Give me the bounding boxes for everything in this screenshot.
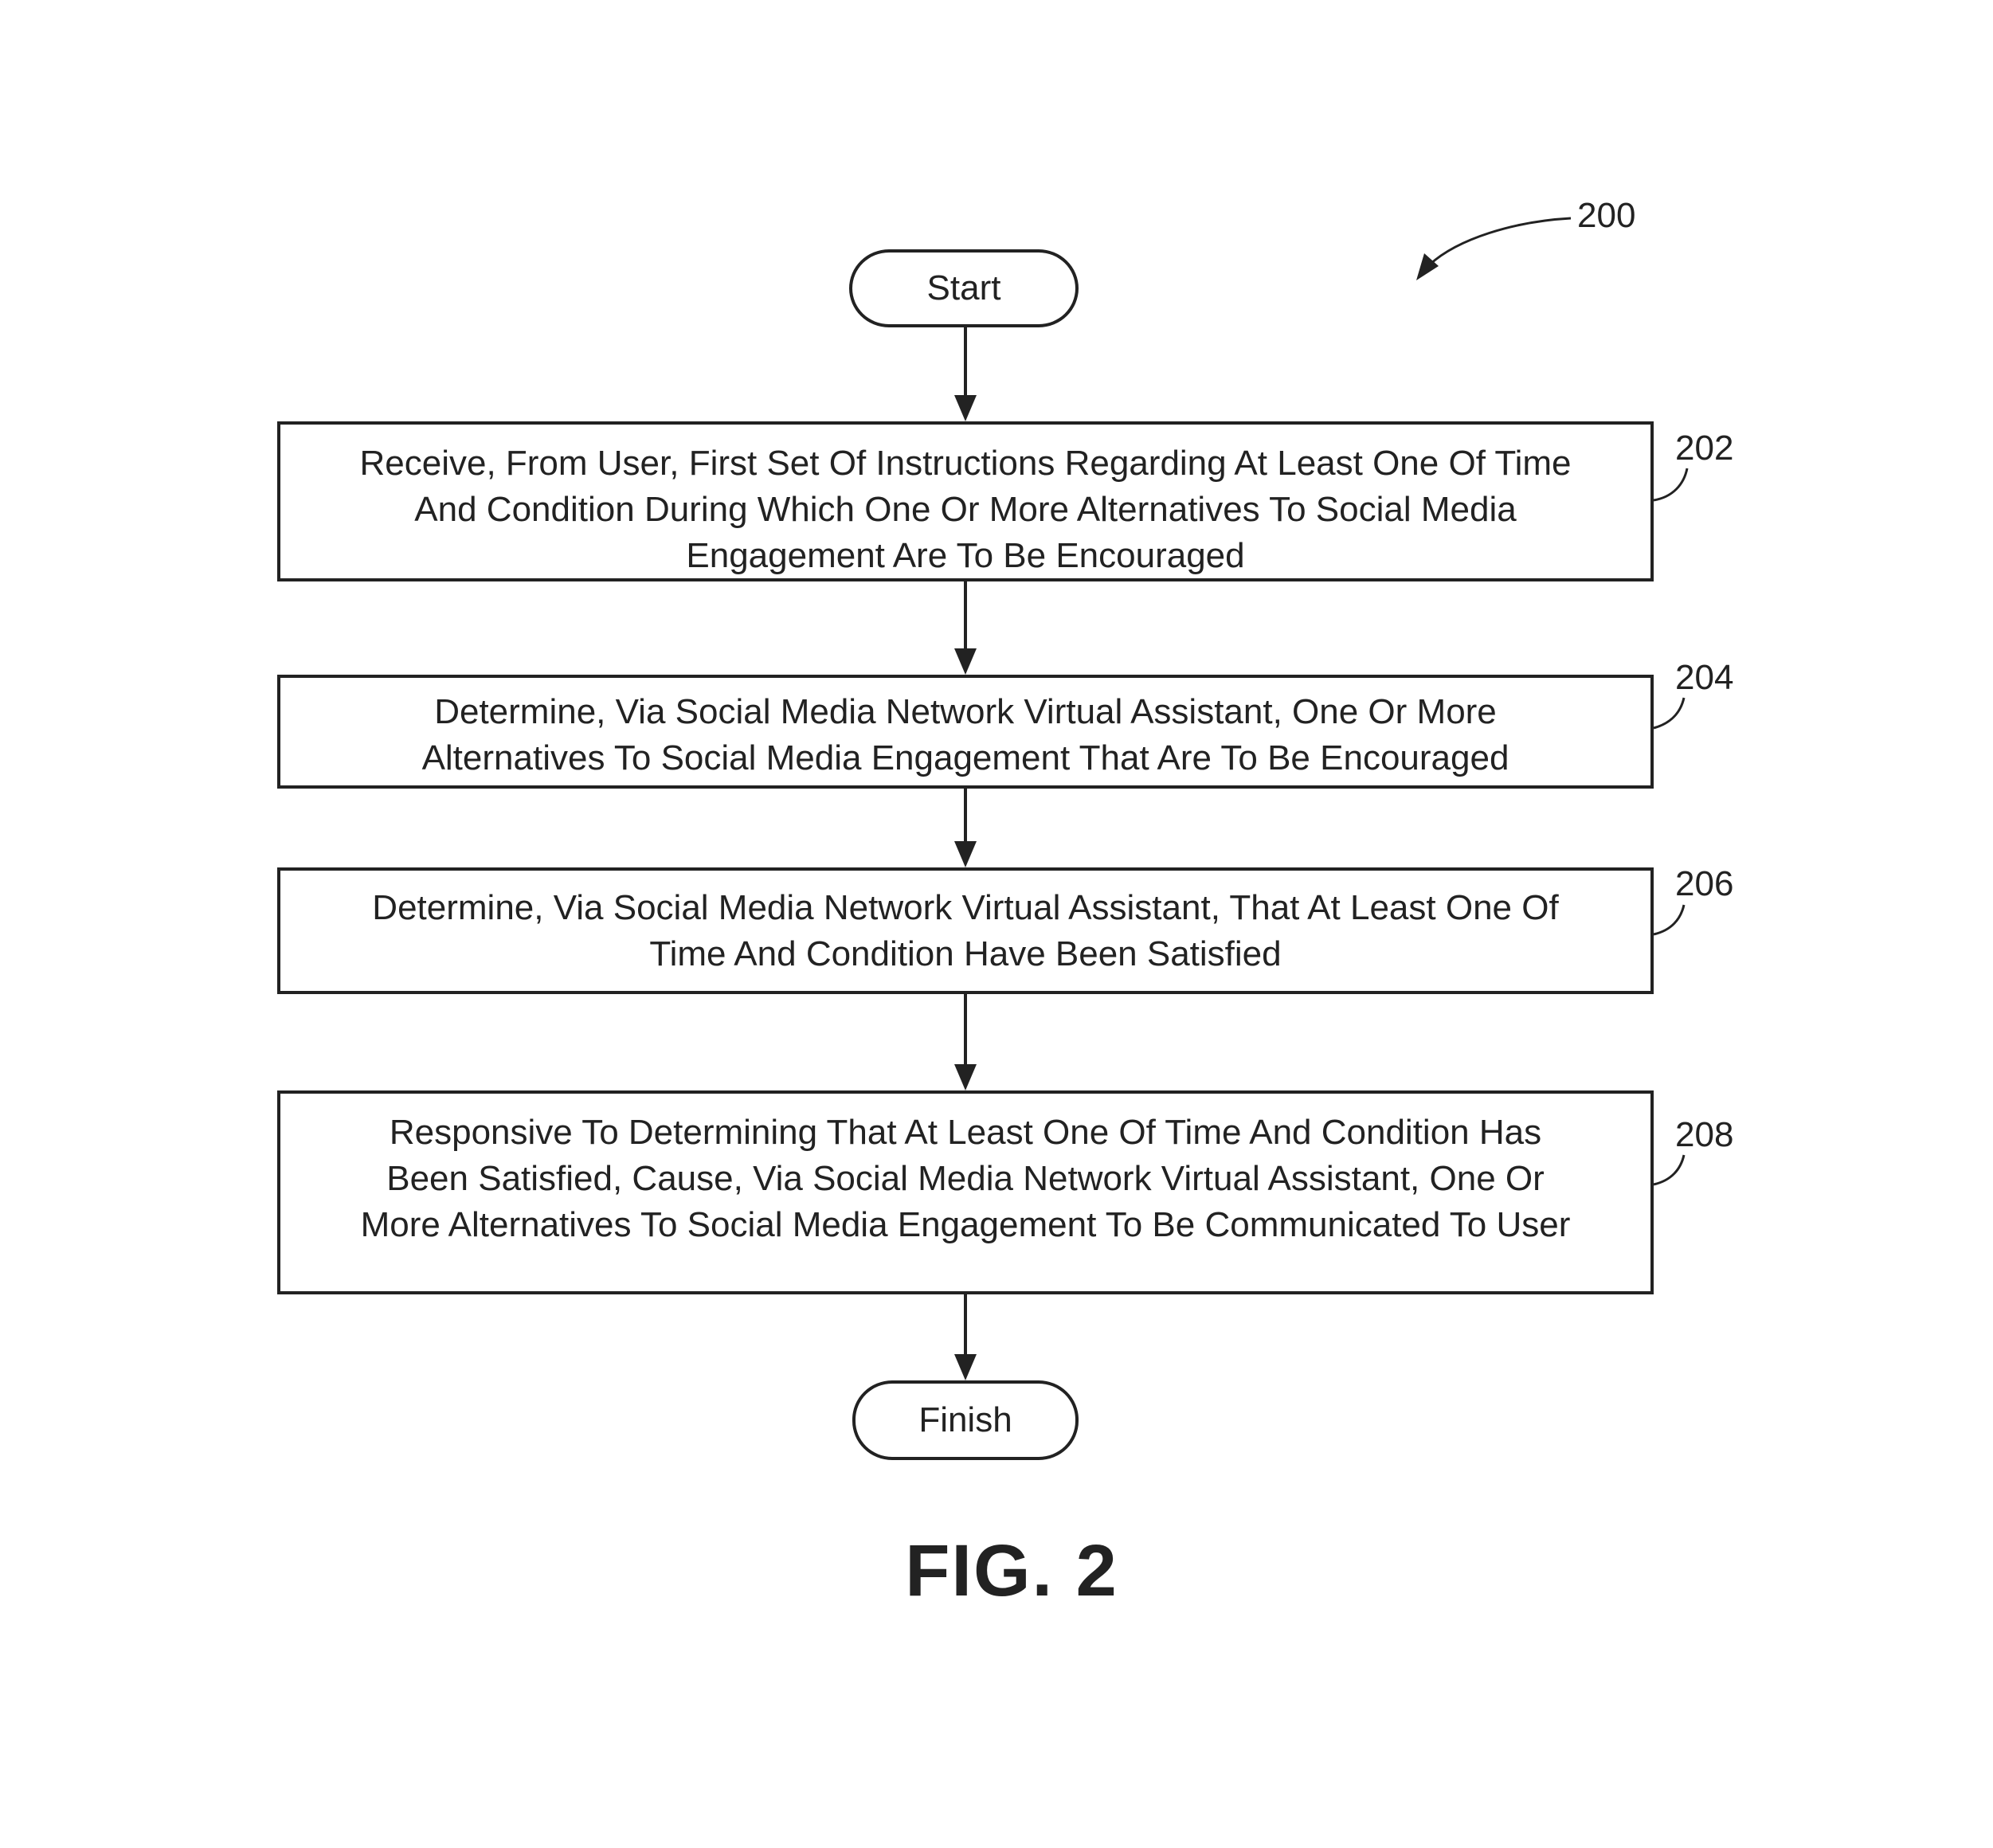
step-206-line-2: Time And Condition Have Been Satisfied bbox=[649, 934, 1282, 973]
step-206-line-1: Determine, Via Social Media Network Virt… bbox=[372, 888, 1559, 927]
step-ref-204: 204 bbox=[1675, 658, 1734, 697]
step-202-line-1: Receive, From User, First Set Of Instruc… bbox=[359, 444, 1572, 483]
finish-terminal: Finish bbox=[852, 1380, 1079, 1460]
step-ref-202: 202 bbox=[1675, 429, 1734, 468]
figure-ref-number: 200 bbox=[1577, 196, 1636, 235]
arrowhead-204-to-206 bbox=[954, 841, 977, 867]
step-ref-208: 208 bbox=[1675, 1115, 1734, 1154]
step-202-line-3: Engagement Are To Be Encouraged bbox=[686, 536, 1245, 575]
finish-label: Finish bbox=[918, 1400, 1012, 1439]
step-ref-206: 206 bbox=[1675, 864, 1734, 903]
step-204-line-2: Alternatives To Social Media Engagement … bbox=[421, 738, 1509, 777]
arrowhead-208-to-finish bbox=[954, 1354, 977, 1380]
step-208-line-1: Responsive To Determining That At Least … bbox=[389, 1113, 1542, 1152]
step-box-204: Determine, Via Social Media Network Virt… bbox=[277, 675, 1654, 789]
figure-ref-arrowhead bbox=[1416, 253, 1439, 280]
ref-leader-202 bbox=[1653, 468, 1689, 502]
start-label: Start bbox=[926, 268, 1001, 307]
step-202-line-2: And Condition During Which One Or More A… bbox=[414, 490, 1517, 529]
figure-caption: FIG. 2 bbox=[905, 1530, 1118, 1611]
step-box-208: Responsive To Determining That At Least … bbox=[277, 1090, 1654, 1294]
ref-leader-206 bbox=[1653, 904, 1686, 936]
arrowhead-start-to-202 bbox=[954, 395, 977, 421]
figure-ref-leader bbox=[1428, 217, 1572, 266]
step-208-line-2: Been Satisfied, Cause, Via Social Media … bbox=[386, 1159, 1545, 1198]
step-box-202: Receive, From User, First Set Of Instruc… bbox=[277, 421, 1654, 581]
arrowhead-202-to-204 bbox=[954, 648, 977, 675]
ref-leader-208 bbox=[1653, 1154, 1686, 1186]
arrowhead-206-to-208 bbox=[954, 1064, 977, 1090]
step-box-206: Determine, Via Social Media Network Virt… bbox=[277, 867, 1654, 994]
step-208-line-3: More Alternatives To Social Media Engage… bbox=[360, 1205, 1571, 1244]
step-204-line-1: Determine, Via Social Media Network Virt… bbox=[434, 692, 1497, 731]
ref-leader-204 bbox=[1653, 697, 1686, 730]
start-terminal: Start bbox=[849, 249, 1079, 327]
